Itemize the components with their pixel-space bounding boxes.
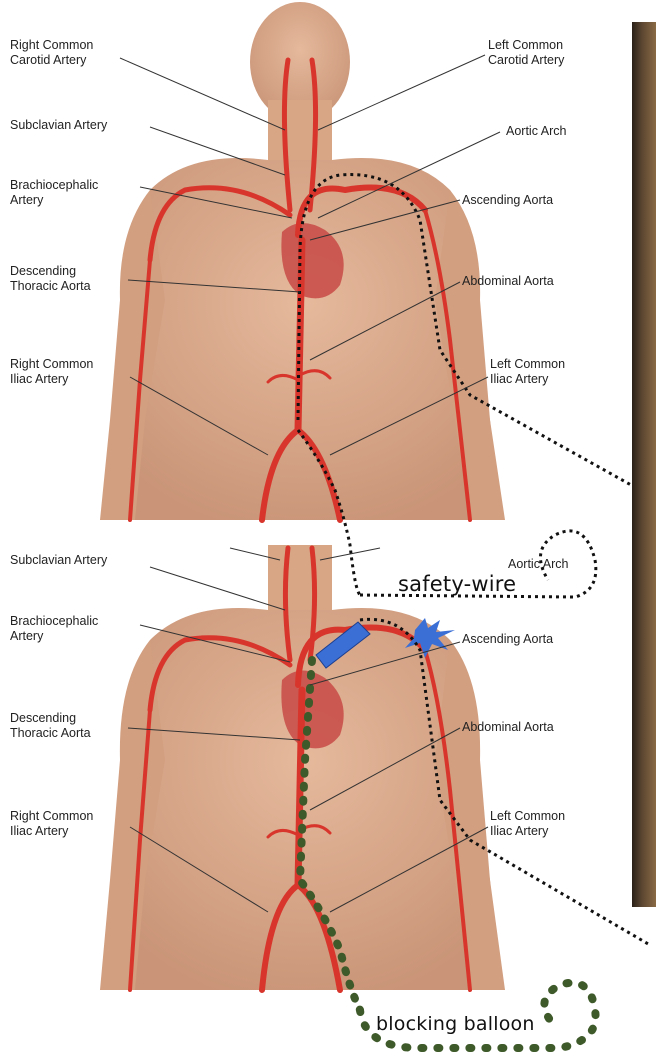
label-ascending-aorta-top: Ascending Aorta (462, 193, 553, 208)
label-right-common-iliac-bottom: Right Common Iliac Artery (10, 809, 93, 839)
top-neck (268, 100, 332, 170)
label-descending-thoracic-bottom: Descending Thoracic Aorta (10, 711, 91, 741)
label-subclavian-top: Subclavian Artery (10, 118, 107, 133)
bottom-body-figure (100, 545, 650, 1010)
label-right-common-iliac-top: Right Common Iliac Artery (10, 357, 93, 387)
label-left-common-iliac-bottom: Left Common Iliac Artery (490, 809, 565, 839)
bottom-neck (268, 545, 332, 620)
label-aortic-arch-bottom: Aortic Arch (508, 557, 568, 572)
label-subclavian-bottom: Subclavian Artery (10, 553, 107, 568)
blocking-balloon-annotation: blocking balloon (376, 1013, 535, 1035)
label-right-common-carotid-top: Right Common Carotid Artery (10, 38, 93, 68)
label-descending-thoracic-top: Descending Thoracic Aorta (10, 264, 91, 294)
label-left-common-carotid-top: Left Common Carotid Artery (488, 38, 564, 68)
label-abdominal-aorta-bottom: Abdominal Aorta (462, 720, 554, 735)
label-aortic-arch-top: Aortic Arch (506, 124, 566, 139)
adjacent-photo-edge (632, 22, 656, 907)
label-left-common-iliac-top: Left Common Iliac Artery (490, 357, 565, 387)
top-body-figure (100, 2, 640, 595)
label-abdominal-aorta-top: Abdominal Aorta (462, 274, 554, 289)
label-ascending-aorta-bottom: Ascending Aorta (462, 632, 553, 647)
label-brachiocephalic-top: Brachiocephalic Artery (10, 178, 98, 208)
label-brachiocephalic-bottom: Brachiocephalic Artery (10, 614, 98, 644)
safety-wire-annotation: safety-wire (398, 572, 516, 596)
